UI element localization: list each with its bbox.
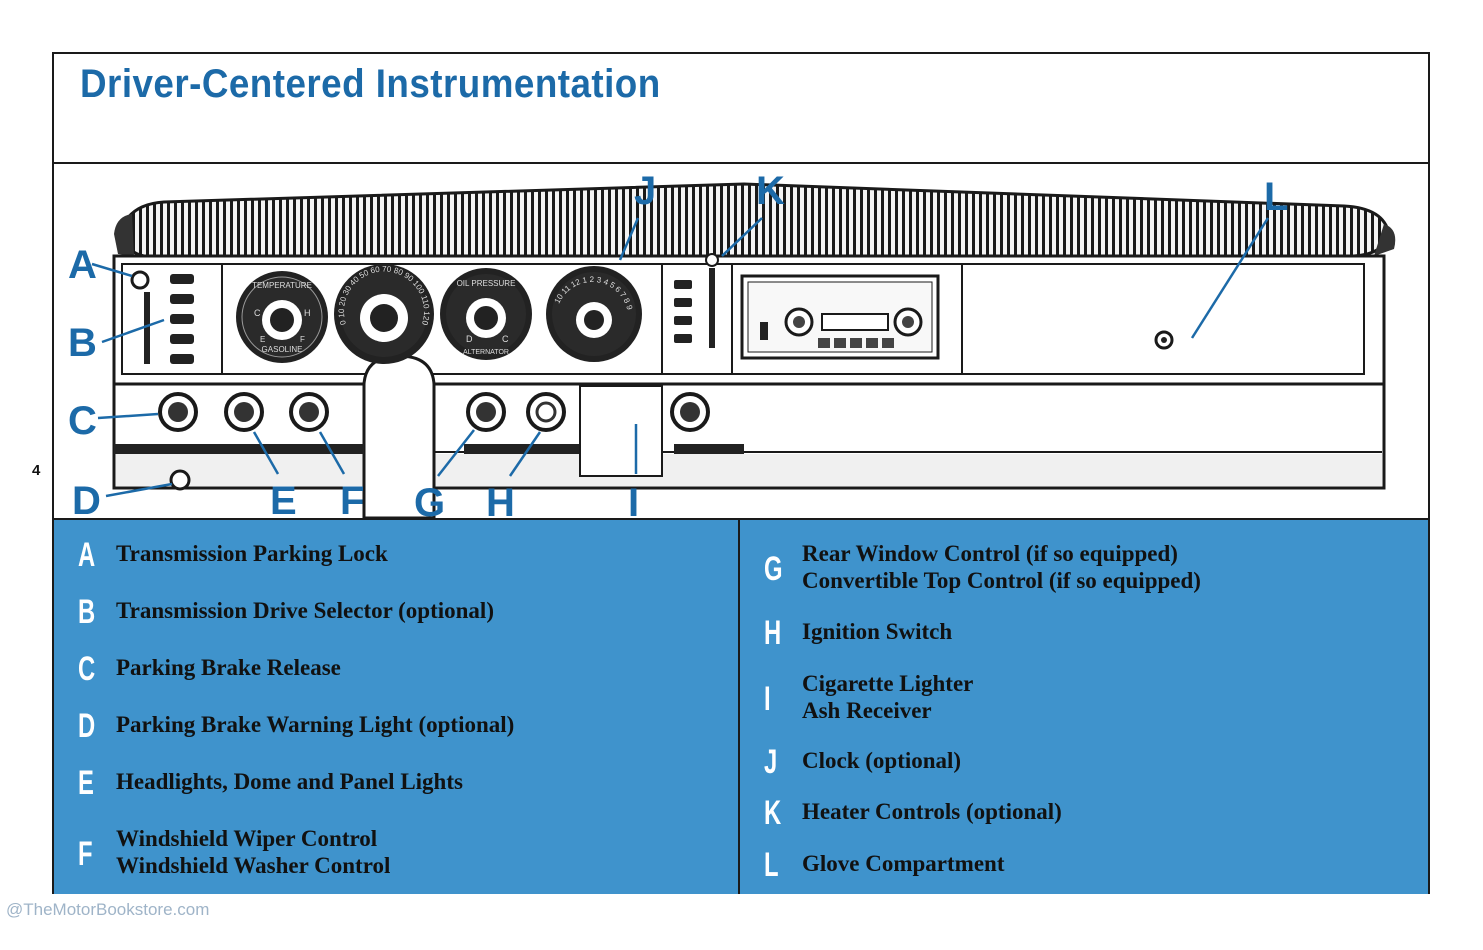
svg-text:C: C [502, 334, 509, 344]
page-title: Driver-Centered Instrumentation [80, 62, 661, 107]
title-band: Driver-Centered Instrumentation [54, 54, 1428, 164]
gauge-temperature-fuel: TEMPERATURE C H GASOLINE E F [236, 271, 328, 363]
callout-c: C [68, 399, 97, 443]
callout-a: A [68, 243, 97, 287]
page-number: 4 [32, 462, 40, 479]
page-frame: Driver-Centered Instrumentation [52, 52, 1430, 894]
callout-j: J [634, 169, 656, 213]
svg-text:H: H [304, 308, 311, 318]
callout-d: D [72, 479, 101, 518]
callout-l: L [1264, 175, 1288, 219]
svg-text:OIL PRESSURE: OIL PRESSURE [457, 279, 516, 288]
svg-text:E: E [260, 335, 265, 344]
svg-text:GASOLINE: GASOLINE [262, 345, 303, 354]
gauge-clock: 10 11 12 1 2 3 4 5 6 7 8 9 [546, 266, 642, 362]
crash-pad [114, 184, 1395, 256]
callout-i: I [628, 481, 639, 518]
legend-panel: A Transmission Parking Lock B Transmissi… [54, 518, 1428, 894]
glove-compartment-lock [1156, 332, 1172, 348]
gauge-oil-alternator: OIL PRESSURE D C ALTERNATOR [440, 268, 532, 360]
svg-text:D: D [466, 334, 473, 344]
svg-text:C: C [254, 308, 261, 318]
callout-f: F [340, 479, 364, 518]
callout-g: G [414, 481, 445, 518]
svg-text:F: F [300, 335, 305, 344]
callout-e: E [270, 479, 297, 518]
dashboard-illustration: TEMPERATURE C H GASOLINE E F 0 10 20 30 … [54, 164, 1428, 518]
dashboard-diagram: TEMPERATURE C H GASOLINE E F 0 10 20 30 … [54, 164, 1428, 518]
gauge-speedometer: 0 10 20 30 40 50 60 70 80 90 100 110 120 [334, 264, 434, 364]
callout-h: H [486, 481, 515, 518]
svg-text:ALTERNATOR: ALTERNATOR [463, 349, 509, 356]
watermark: @TheMotorBookstore.com [6, 900, 209, 920]
radio [742, 276, 938, 358]
callout-b: B [68, 321, 97, 365]
callout-k: K [756, 169, 785, 213]
svg-text:TEMPERATURE: TEMPERATURE [252, 281, 312, 290]
legend-divider [738, 520, 740, 894]
